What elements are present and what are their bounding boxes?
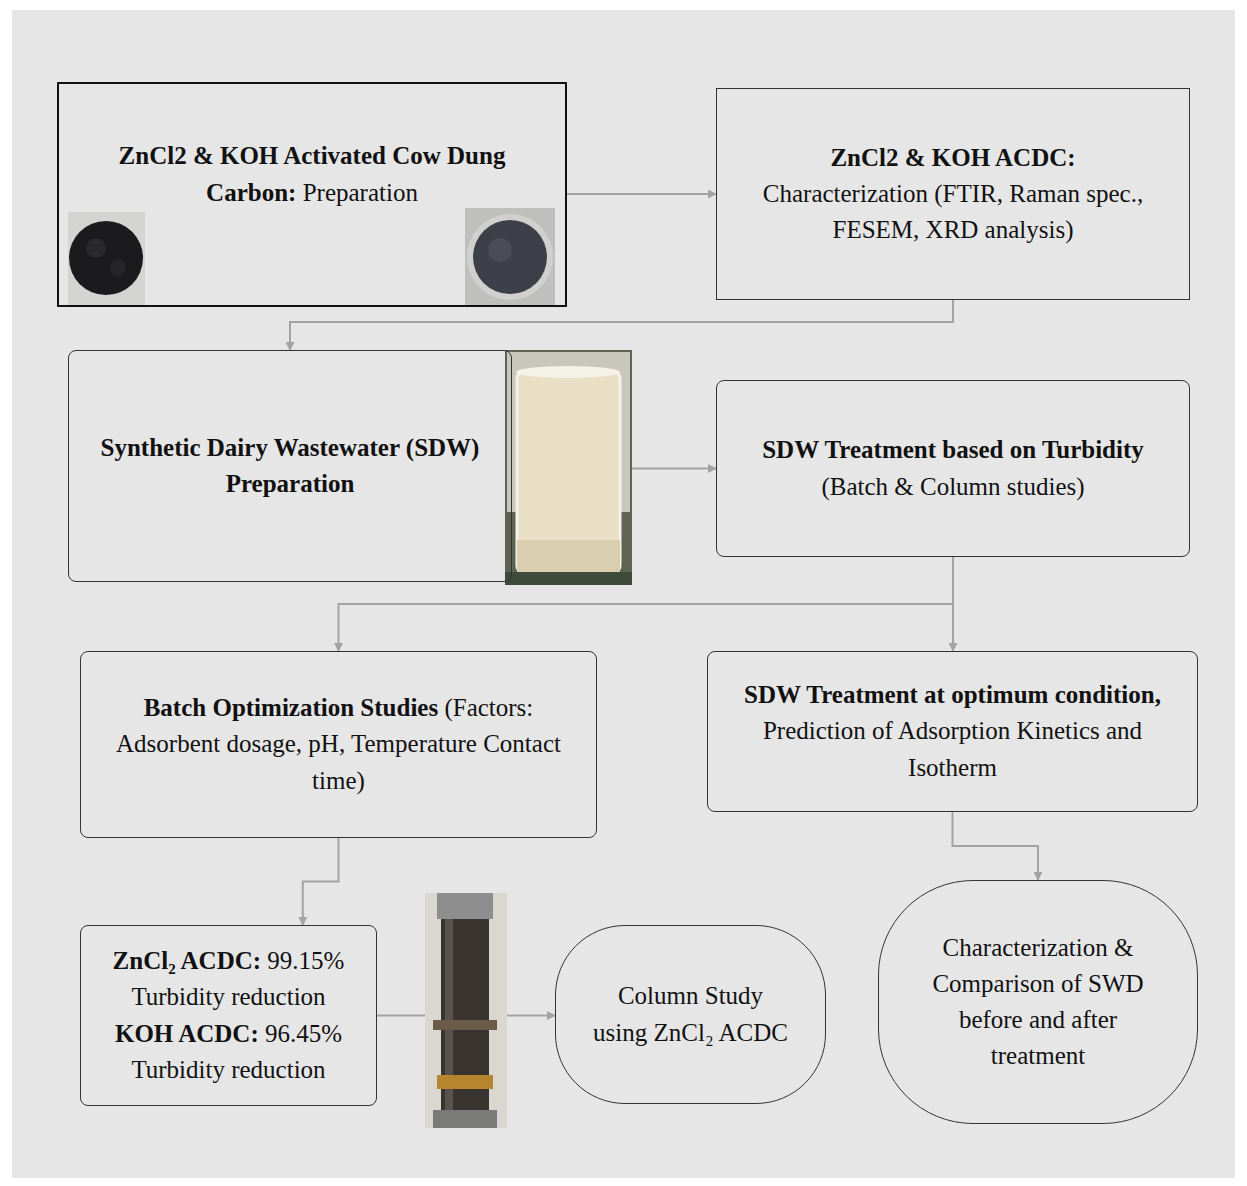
text-line: ZnCl2 & KOH ACDC: <box>830 140 1075 176</box>
text-line: SDW Treatment based on Turbidity <box>762 432 1144 468</box>
process-box: ZnCl2 & KOH ACDC: Characterization (FTIR,… <box>716 88 1190 300</box>
box-text: Preparation <box>303 179 418 206</box>
process-box: SDW Treatment at optimum condition, Predi… <box>707 651 1198 812</box>
box-text: Characterization & Comparison of SWD bef… <box>932 934 1143 1070</box>
text-line: (Batch & Column studies) <box>821 469 1084 505</box>
text-line: SDW Treatment at optimum condition, <box>744 677 1161 713</box>
column-photo <box>425 893 507 1128</box>
box-text: Characterization (FTIR, Raman spec., FES… <box>763 180 1143 243</box>
box-heading: Batch Optimization Studies <box>144 694 438 721</box>
flow-arrow <box>339 557 954 651</box>
process-box: ZnCl2 & KOH Activated Cow Dung Carbon:Pr… <box>57 82 567 307</box>
text-line: Batch Optimization Studies(Factors: Adso… <box>95 690 582 799</box>
text-line: Prediction of Adsorption Kinetics and Is… <box>720 713 1185 786</box>
cow-dung-carbon-photo <box>465 208 555 305</box>
process-box: Batch Optimization Studies(Factors: Adso… <box>80 651 597 838</box>
process-box: SDW Treatment based on Turbidity (Batch &… <box>716 380 1190 557</box>
box-heading: ZnCl₂ ACDC: <box>113 947 262 974</box>
text-line: ZnCl2 & KOH Activated Cow Dung Carbon:Pr… <box>79 138 545 211</box>
box-heading: Synthetic Dairy Wastewater (SDW) Prepara… <box>101 434 480 497</box>
flow-arrow <box>303 838 339 925</box>
process-box: Synthetic Dairy Wastewater (SDW) Prepara… <box>68 350 512 582</box>
flow-arrow <box>290 300 953 350</box>
text-line: ZnCl₂ ACDC:99.15% Turbidity reduction <box>91 943 366 1016</box>
cow-dung-carbon-photo <box>68 212 145 305</box>
box-heading: SDW Treatment at optimum condition, <box>744 681 1161 708</box>
flow-arrow <box>567 193 716 195</box>
terminal-box: Characterization & Comparison of SWD bef… <box>878 880 1198 1124</box>
flow-arrow <box>952 557 954 651</box>
beaker-photo <box>505 350 632 585</box>
box-heading: ZnCl2 & KOH ACDC: <box>830 144 1075 171</box>
text-line: Synthetic Dairy Wastewater (SDW) Prepara… <box>83 430 497 503</box>
box-heading: SDW Treatment based on Turbidity <box>762 436 1144 463</box>
terminal-box: Column Study using ZnCl₂ ACDC <box>555 925 826 1104</box>
text-line: Characterization (FTIR, Raman spec., FES… <box>737 176 1169 249</box>
result-box: ZnCl₂ ACDC:99.15% Turbidity reductionKOH… <box>80 925 377 1106</box>
text-line: KOH ACDC:96.45% Turbidity reduction <box>91 1016 366 1089</box>
text-line: Characterization & Comparison of SWD bef… <box>915 930 1161 1075</box>
box-text: Column Study using ZnCl₂ ACDC <box>593 982 788 1045</box>
flow-arrow <box>953 812 1039 880</box>
box-text: (Batch & Column studies) <box>821 473 1084 500</box>
box-text: Prediction of Adsorption Kinetics and Is… <box>763 717 1142 780</box>
text-line: Column Study using ZnCl₂ ACDC <box>588 978 793 1051</box>
box-heading: KOH ACDC: <box>115 1020 259 1047</box>
